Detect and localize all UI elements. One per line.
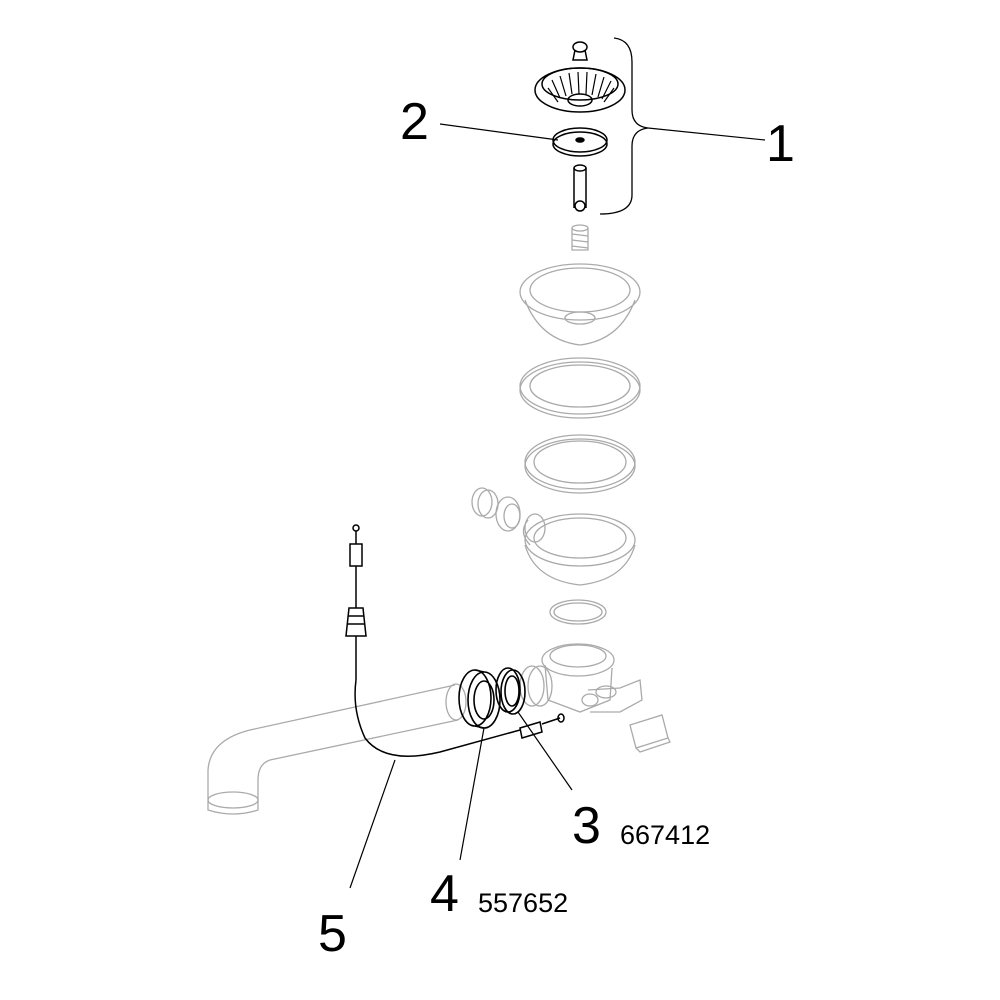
overflow-ring: [495, 496, 521, 532]
control-cable: [354, 679, 521, 757]
leader-line-1: [647, 127, 766, 141]
threaded-screw: [571, 224, 589, 251]
flat-gasket-lower: [524, 434, 636, 494]
leader-line-2: [439, 123, 559, 141]
callout-2-number: 2: [400, 93, 429, 151]
seal-ring: [495, 667, 526, 715]
drain-housing: [541, 643, 643, 713]
o-ring: [549, 599, 607, 625]
callout-3-part-number: 667412: [620, 820, 711, 850]
drain-body: [522, 513, 636, 586]
overflow-nut: [471, 487, 499, 519]
strainer-basket: [534, 67, 626, 113]
control-knob: [345, 524, 367, 680]
callout-4-number: 4: [430, 865, 459, 923]
callout-4-part-number: 557652: [478, 888, 569, 918]
leader-line-4: [459, 727, 485, 861]
callout-3-number: 3: [572, 797, 601, 855]
cable-end-fitting: [519, 713, 565, 739]
callout-5-number: 5: [318, 905, 347, 963]
strainer-knob: [572, 41, 588, 61]
union-nut: [458, 669, 501, 729]
flat-gasket-upper: [519, 357, 641, 419]
group-bracket: [599, 37, 649, 215]
leader-line-5: [349, 759, 396, 889]
sink-flange: [519, 263, 641, 346]
strainer-plug: [552, 127, 608, 157]
drain-pipe: [207, 683, 467, 815]
leader-line-3: [517, 711, 573, 791]
strainer-stem: [573, 164, 587, 212]
callout-1-number: 1: [766, 115, 795, 173]
mounting-tag: [629, 714, 671, 753]
